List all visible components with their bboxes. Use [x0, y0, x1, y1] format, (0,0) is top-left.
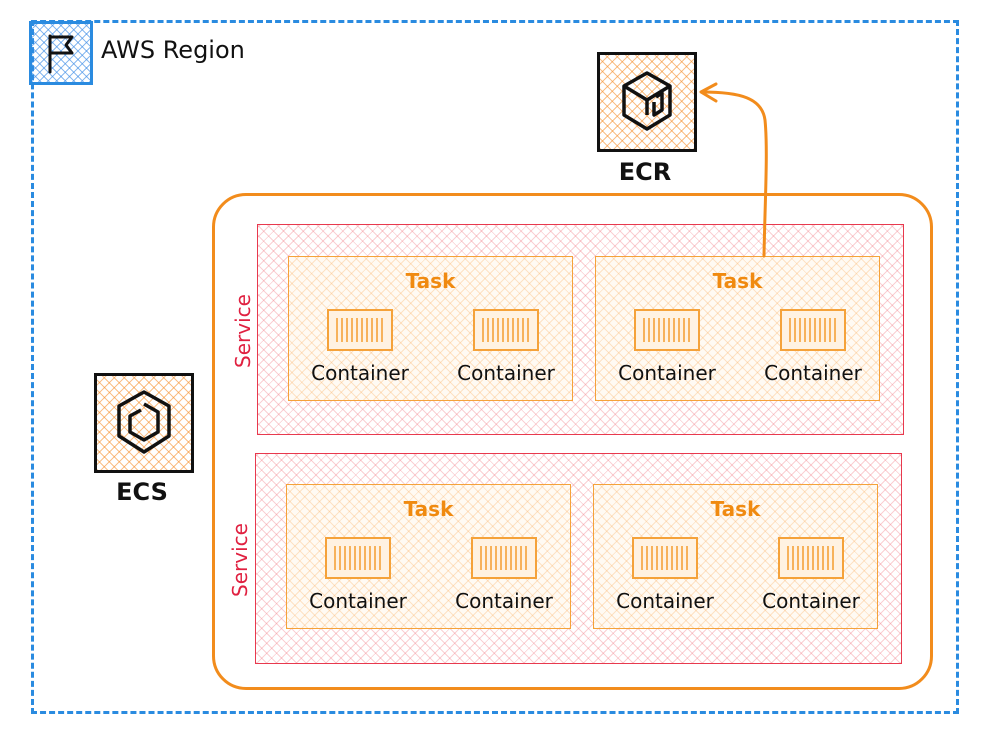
task-label: Task	[405, 269, 456, 293]
container: Container	[295, 309, 425, 399]
container: Container	[293, 537, 423, 627]
container: Container	[748, 309, 878, 399]
service-2-task-1: Task Container Container	[286, 484, 571, 629]
container: Container	[746, 537, 876, 627]
container-label: Container	[455, 589, 553, 613]
container: Container	[602, 309, 732, 399]
container: Container	[600, 537, 730, 627]
task-label: Task	[710, 497, 761, 521]
service-1-task-2: Task Container Container	[595, 256, 880, 401]
container-label: Container	[618, 361, 716, 385]
container-label: Container	[616, 589, 714, 613]
task-label: Task	[712, 269, 763, 293]
container-icon	[632, 537, 698, 579]
container-label: Container	[457, 361, 555, 385]
container-icon	[471, 537, 537, 579]
service-1-task-1: Task Container Container	[288, 256, 573, 401]
container-label: Container	[309, 589, 407, 613]
container-icon	[327, 309, 393, 351]
container-icon	[634, 309, 700, 351]
aws-region-boundary	[31, 20, 959, 714]
region-label: AWS Region	[101, 36, 245, 64]
container-icon	[473, 309, 539, 351]
container-label: Container	[311, 361, 409, 385]
container-label: Container	[764, 361, 862, 385]
flag-icon	[29, 21, 93, 85]
container: Container	[439, 537, 569, 627]
ecr-label: ECR	[618, 158, 672, 186]
container-icon	[325, 537, 391, 579]
service-2-label: Service	[228, 523, 252, 597]
ecs-cluster	[212, 193, 933, 690]
container-label: Container	[762, 589, 860, 613]
ecr-icon	[597, 52, 697, 152]
ecs-label: ECS	[116, 478, 168, 506]
service-1-label: Service	[231, 294, 255, 368]
container-icon	[780, 309, 846, 351]
container-icon	[778, 537, 844, 579]
ecs-icon	[94, 373, 194, 473]
task-label: Task	[403, 497, 454, 521]
service-2-task-2: Task Container Container	[593, 484, 878, 629]
container: Container	[441, 309, 571, 399]
